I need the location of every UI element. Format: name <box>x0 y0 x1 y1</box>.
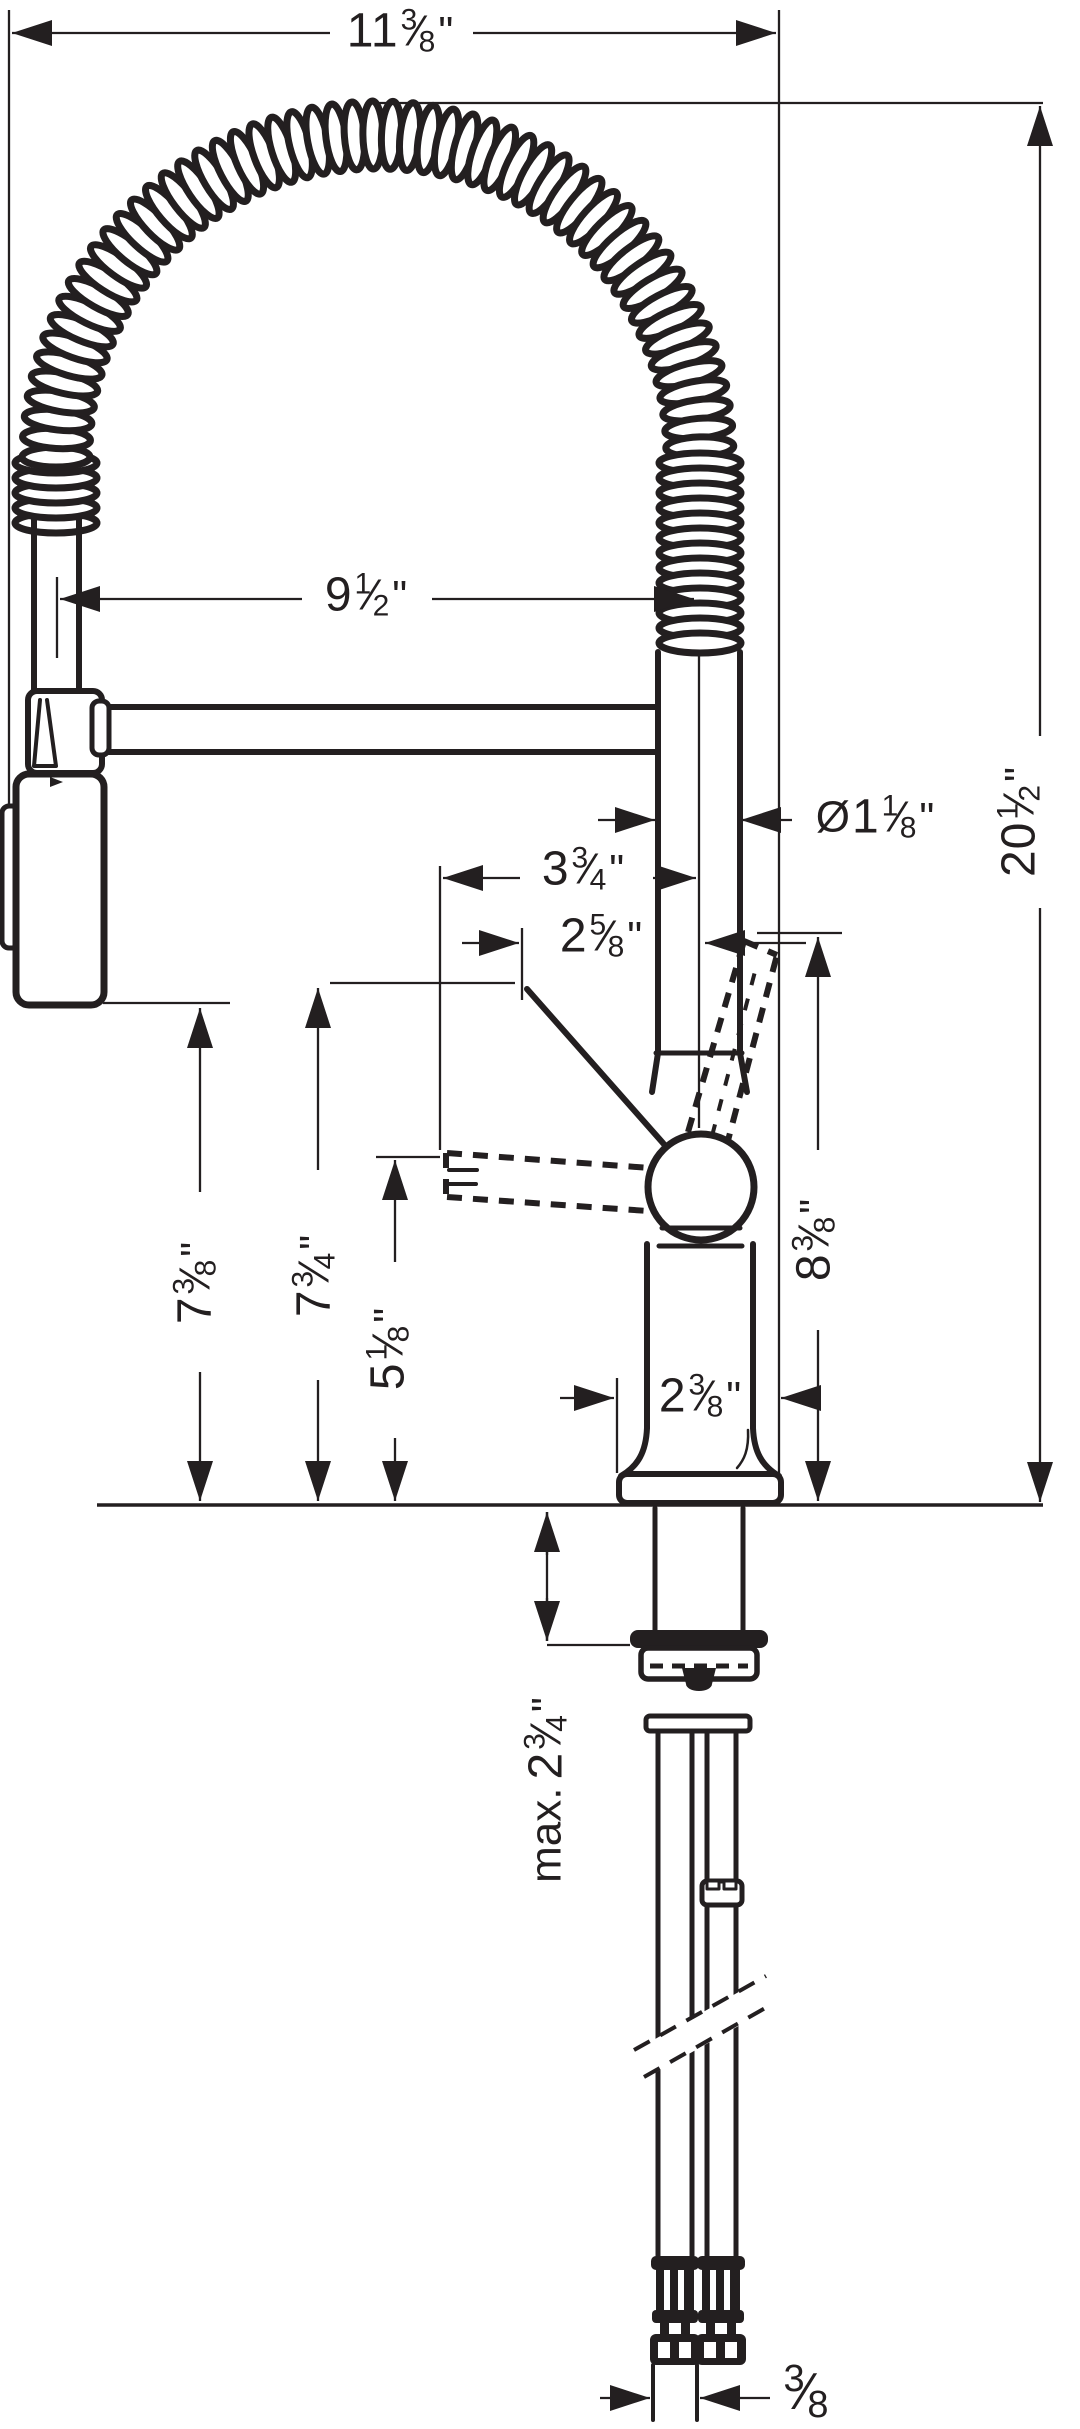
thread-stub <box>651 2363 699 2422</box>
dim-label-connector-thread: 3⁄8 <box>783 2357 829 2426</box>
supply-hoses <box>632 1728 775 2259</box>
hose-break-gap <box>632 1980 774 2078</box>
faucet-outline <box>0 515 1043 2422</box>
mounting-hardware <box>630 1505 768 1734</box>
spray-head <box>0 515 108 1009</box>
dimension-lines <box>12 19 1053 2411</box>
hose-break-symbol <box>633 1974 775 2079</box>
hose-end-fittings <box>650 2256 746 2422</box>
lever-handle <box>524 986 688 1171</box>
faucet-body <box>649 649 750 1095</box>
handle-pivot-and-base <box>616 1130 784 1506</box>
coil-spring-spout <box>11 97 745 657</box>
spout-arm <box>89 698 660 758</box>
